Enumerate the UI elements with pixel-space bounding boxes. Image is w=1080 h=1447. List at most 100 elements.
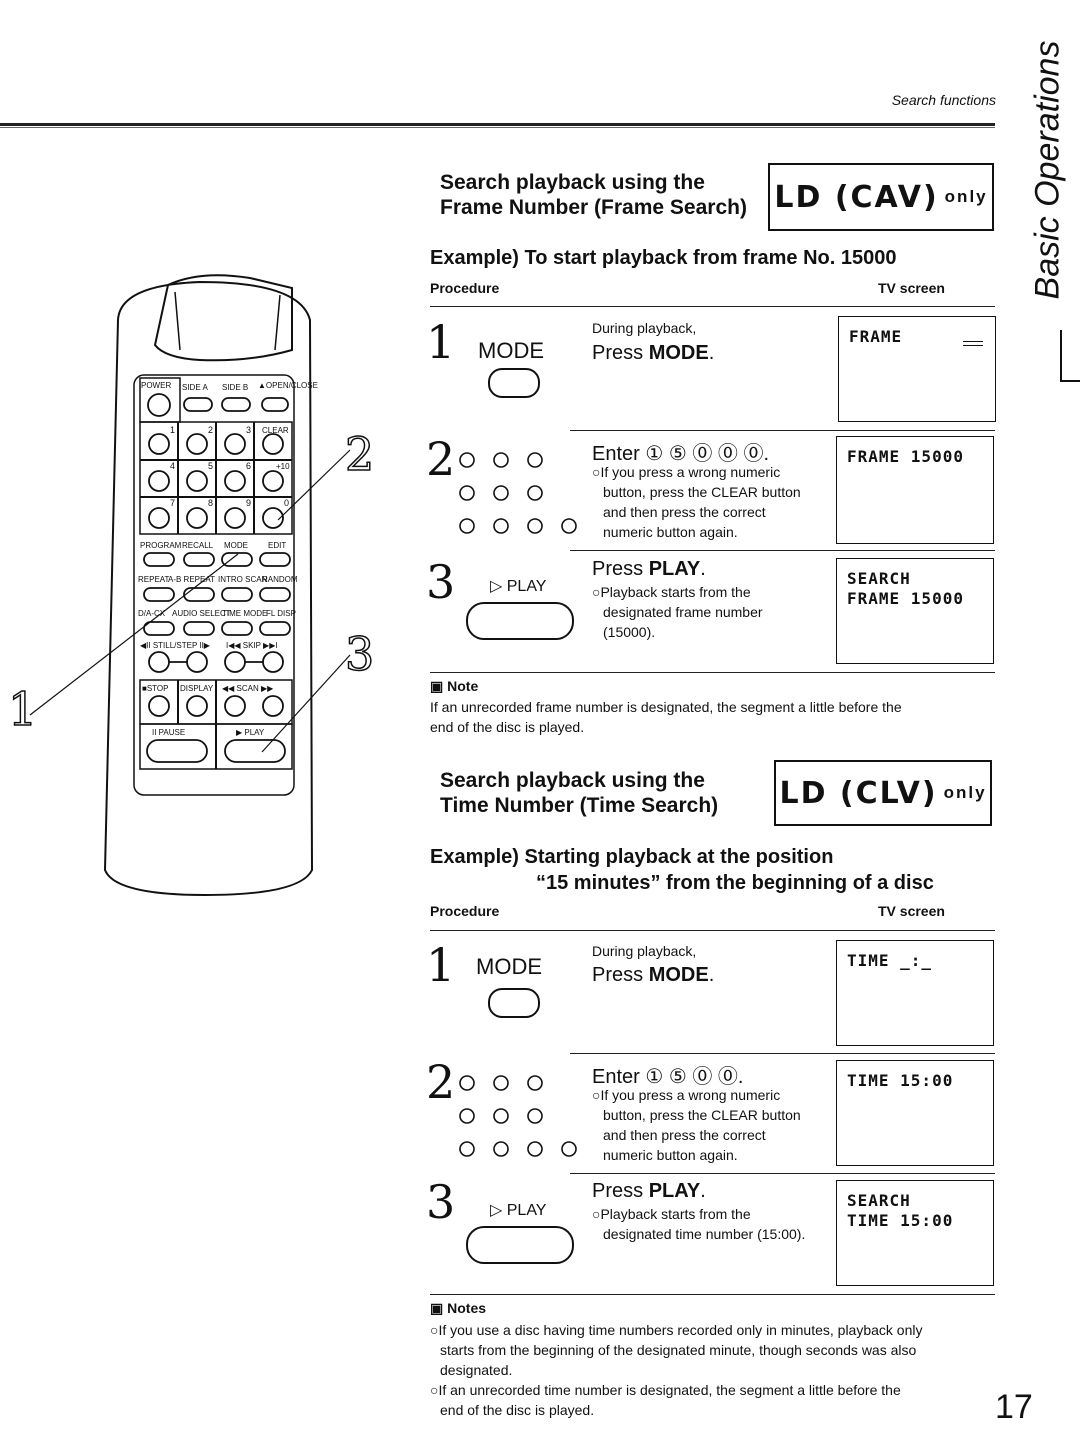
enter-digits: Enter ① ⑤ ⓪ ⓪ ⓪.	[592, 443, 770, 465]
example-line: Example) Starting playback at the positi…	[430, 846, 834, 868]
bullet-line: numeric button again.	[603, 524, 738, 540]
press-key: PLAY	[648, 558, 701, 580]
tv-screen: SEARCH FRAME 15000	[836, 558, 994, 664]
bullet-line: numeric button again.	[603, 1147, 738, 1163]
remote-illustration: POWER SIDE A SIDE B ▲OPEN/CLOSE CLEAR +1…	[7, 274, 375, 897]
keypad-digit: 7	[170, 498, 175, 508]
remote-side-a-label: SIDE A	[182, 383, 208, 392]
keypad-digit: 4	[170, 461, 175, 471]
press-suffix: .	[700, 1180, 706, 1202]
tv-screen-label: TV screen	[878, 280, 945, 296]
during-playback: During playback,	[592, 320, 697, 336]
note-line: ○If you use a disc having time numbers r…	[430, 1322, 923, 1338]
logo-text: LD (CAV)	[774, 179, 939, 215]
tv-text: TIME _:_	[847, 951, 933, 970]
note-line: end of the disc is played.	[430, 719, 585, 735]
step-number: 2	[426, 1055, 456, 1109]
tv-text: SEARCH FRAME 15000	[847, 569, 964, 609]
press-suffix: .	[708, 342, 715, 364]
bullet-line: (15000).	[603, 624, 656, 640]
time-search-title-line1: Search playback using the	[440, 769, 705, 792]
tv-line: SEARCH	[847, 569, 911, 588]
remote-display-label: DISPLAY	[180, 684, 214, 693]
example-line: “15 minutes” from the beginning of a dis…	[536, 872, 934, 894]
frame-search-title-line2: Frame Number (Frame Search)	[440, 196, 747, 219]
procedure-label: Procedure	[430, 903, 500, 919]
tv-text: TIME 15:00	[847, 1071, 954, 1090]
press-suffix: .	[708, 964, 715, 986]
tv-screen: FRAME 15000	[836, 436, 994, 544]
ld-cav-only-logo: LD (CAV) only	[768, 163, 994, 231]
tv-screen-label: TV screen	[878, 903, 945, 919]
note-line: starts from the beginning of the designa…	[440, 1342, 917, 1358]
keypad-digit: 6	[246, 461, 251, 471]
bullet-line: and then press the correct	[603, 1127, 766, 1143]
numeric-keypad-icon	[459, 452, 577, 534]
tv-text: FRAME	[849, 327, 903, 346]
divider	[570, 1173, 995, 1174]
remote-clear-label: CLEAR	[262, 426, 289, 435]
remote-intro-scan-label: INTRO SCAN	[218, 575, 268, 584]
press-key: MODE	[648, 342, 709, 364]
remote-repeat-label: REPEAT	[138, 575, 170, 584]
tv-line: TIME 15:00	[847, 1211, 954, 1230]
keypad-digit: 2	[208, 425, 213, 435]
numeric-keypad-icon	[459, 1075, 577, 1157]
remote-pause-label: II PAUSE	[152, 728, 185, 737]
remote-program-label: PROGRAM	[140, 541, 182, 550]
bullet-line: designated frame number	[603, 604, 763, 620]
header-rule	[0, 123, 995, 126]
play-button	[466, 602, 574, 640]
keypad-digit: 8	[208, 498, 213, 508]
tv-screen: TIME _:_	[836, 940, 994, 1046]
press-suffix: .	[700, 558, 706, 580]
notes-text: ○If you use a disc having time numbers r…	[430, 1320, 995, 1420]
mode-button	[488, 988, 540, 1018]
divider	[430, 306, 995, 307]
tv-screen: SEARCH TIME 15:00	[836, 1180, 994, 1286]
callout-3: 3	[345, 627, 374, 681]
remote-play-label: ▶ PLAY	[236, 728, 265, 737]
note-line: designated.	[440, 1362, 513, 1378]
press-play: Press PLAY.	[592, 1180, 706, 1203]
keypad-digit: 9	[246, 498, 251, 508]
press-prefix: Press	[592, 1180, 649, 1202]
remote-fl-disp-label: FL DISP	[266, 609, 296, 618]
remote-audio-select-label: AUDIO SELECT	[172, 609, 231, 618]
remote-time-mode-label: TIME MODE	[222, 609, 267, 618]
bullet-line: and then press the correct	[603, 504, 766, 520]
divider	[570, 550, 995, 551]
keypad-digit: 5	[208, 461, 213, 471]
remote-power-label: POWER	[141, 381, 171, 390]
remote-ab-repeat-label: A-B REPEAT	[168, 575, 215, 584]
step-number: 2	[426, 432, 456, 486]
logo-only-text: only	[944, 187, 988, 206]
mode-button	[488, 368, 540, 398]
section-label: Search functions	[891, 92, 996, 108]
remote-random-label: RANDOM	[262, 575, 298, 584]
notes-title: ▣ Notes	[430, 1300, 486, 1317]
press-play: Press PLAY.	[592, 558, 706, 581]
bullet-line: ○If you press a wrong numeric	[592, 1087, 781, 1103]
step3-bullets: ○Playback starts from the designated fra…	[592, 582, 763, 642]
procedure-label: Procedure	[430, 280, 500, 296]
step-number: 3	[426, 1175, 456, 1229]
press-mode: Press MODE.	[592, 964, 714, 987]
header-rule-thin	[0, 127, 995, 128]
remote-stop-label: ■STOP	[142, 684, 168, 693]
page-number: 17	[995, 1388, 1033, 1426]
during-playback: During playback,	[592, 943, 697, 959]
time-example: Example) Starting playback at the positi…	[430, 844, 934, 896]
time-search-title: Search playback using the Time Number (T…	[440, 768, 718, 818]
step3-bullets: ○Playback starts from the designated tim…	[592, 1204, 805, 1244]
keypad-digit: 3	[246, 425, 251, 435]
press-mode: Press MODE.	[592, 342, 714, 365]
note-icon: ▣	[430, 678, 448, 694]
bullet-line: ○If you press a wrong numeric	[592, 464, 781, 480]
bullet-line: ○Playback starts from the	[592, 1206, 751, 1222]
remote-skip-label: I◀◀ SKIP ▶▶I	[226, 641, 278, 650]
bullet-line: designated time number (15:00).	[603, 1226, 806, 1242]
divider	[570, 430, 995, 431]
remote-scan-label: ◀◀ SCAN ▶▶	[222, 684, 274, 693]
remote-edit-label: EDIT	[268, 541, 286, 550]
